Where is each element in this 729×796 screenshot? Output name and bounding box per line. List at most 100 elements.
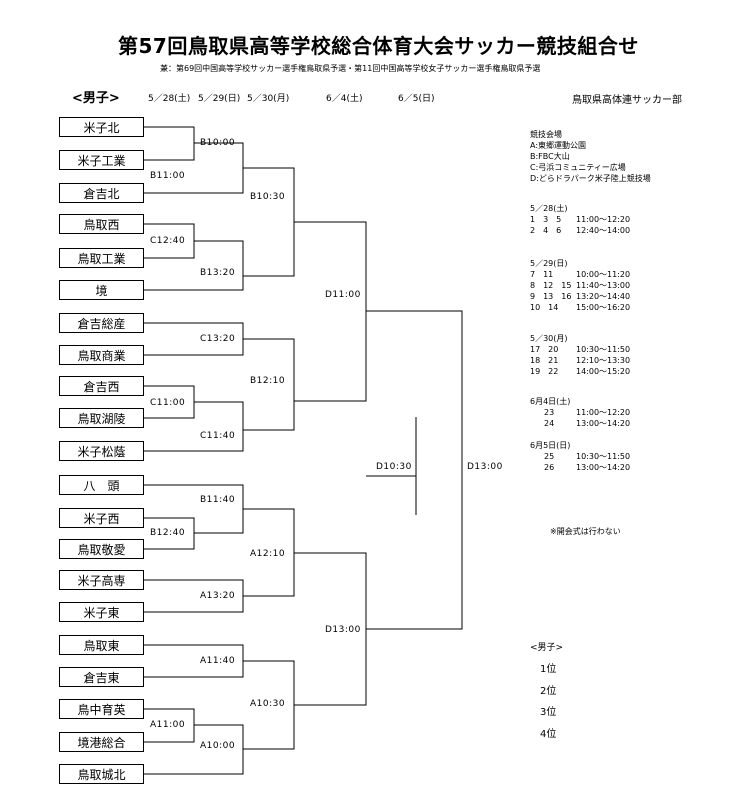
venue-list: 競技会場 A:東郷運動公園 B:FBC大山 C:弓浜コミュニティー広場 D:どら… [530, 129, 651, 184]
schedule-row: 1 3 5 11:00～12:20 [530, 214, 630, 225]
page-title: 第57回鳥取県高等学校総合体育大会サッカー競技組合せ [118, 34, 639, 58]
ranking-place: 3位 [540, 707, 557, 718]
team-box: 米子西 [59, 508, 144, 528]
schedule-match-nums: 9 13 16 [530, 292, 572, 301]
ranking-place: 1位 [540, 664, 557, 675]
match-label: D13:00 [325, 625, 361, 635]
team-box: 鳥取西 [59, 214, 144, 234]
schedule-time: 15:00～16:20 [576, 303, 631, 312]
team-box: 鳥取工業 [59, 248, 144, 268]
team-box: 鳥取城北 [59, 764, 144, 784]
venue-heading: 競技会場 [530, 130, 562, 139]
match-label: B12:10 [250, 376, 286, 386]
schedule-match-nums: 8 12 15 [530, 281, 572, 290]
team-box: 鳥中育英 [59, 699, 144, 719]
schedule-row: 17 20 10:30～11:50 [530, 344, 630, 355]
schedule-time: 11:40～13:00 [576, 281, 631, 290]
schedule-match-nums: 18 21 [530, 356, 559, 365]
match-label: A12:10 [250, 549, 286, 559]
team-box: 米子東 [59, 602, 144, 622]
date-label: 6／4(土) [326, 94, 363, 104]
team-box: 倉吉西 [59, 376, 144, 396]
team-box: 米子工業 [59, 150, 144, 170]
date-label: 5／29(日) [198, 94, 241, 104]
venue-item: A:東郷運動公園 [530, 141, 587, 150]
ranking-heading: <男子> [530, 643, 564, 653]
schedule-date: 5／29(日) [530, 259, 568, 268]
match-label: C13:20 [200, 334, 236, 344]
schedule-time: 10:00～11:20 [576, 270, 631, 279]
match-label: B11:40 [200, 495, 236, 505]
team-box: 境 [59, 280, 144, 300]
match-label: B10:00 [200, 138, 236, 148]
schedule-time: 13:00～14:20 [576, 419, 631, 428]
schedule-date: 6月4日(土) [530, 397, 571, 406]
venue-item: D:どらドラパーク米子陸上競技場 [530, 174, 651, 183]
match-label: D11:00 [325, 290, 361, 300]
date-label: 5／28(土) [148, 94, 191, 104]
schedule-date: 5／28(土) [530, 204, 568, 213]
schedule-time: 12:40～14:00 [576, 226, 631, 235]
team-box: 米子高専 [59, 570, 144, 590]
team-box: 鳥取敬愛 [59, 539, 144, 559]
venue-item: C:弓浜コミュニティー広場 [530, 163, 626, 172]
match-label: C11:00 [150, 398, 186, 408]
opening-ceremony-note: ※開会式は行わない [550, 527, 621, 536]
team-box: 倉吉総産 [59, 313, 144, 333]
match-label: B11:00 [150, 171, 186, 181]
organizer: 鳥取県高体連サッカー部 [572, 95, 682, 106]
match-label: D13:00 [467, 462, 503, 472]
schedule-row: 23 11:00～12:20 [530, 407, 630, 418]
match-label: B12:40 [150, 528, 186, 538]
team-box: 鳥取東 [59, 635, 144, 655]
match-label: D10:30 [376, 462, 412, 472]
team-box: 米子松蔭 [59, 441, 144, 461]
schedule-day: 6月4日(土) 23 11:00～12:20 24 13:00～14:20 [530, 396, 630, 429]
schedule-row: 2 4 6 12:40～14:00 [530, 225, 630, 236]
team-box: 倉吉北 [59, 183, 144, 203]
match-label: A10:30 [250, 699, 286, 709]
match-label: B10:30 [250, 192, 286, 202]
match-label: A11:40 [200, 656, 236, 666]
team-box: 鳥取商業 [59, 345, 144, 365]
team-box: 鳥取湖陵 [59, 408, 144, 428]
schedule-row: 9 13 16 13:20～14:40 [530, 291, 630, 302]
schedule-row: 18 21 12:10～13:30 [530, 355, 630, 366]
schedule-match-nums: 7 11 [530, 270, 554, 279]
match-label: C12:40 [150, 236, 186, 246]
team-box: 米子北 [59, 117, 144, 137]
ranking-place: 4位 [540, 729, 557, 740]
match-label: A10:00 [200, 741, 236, 751]
schedule-day: 5／28(土) 1 3 5 11:00～12:20 2 4 6 12:40～14:0… [530, 203, 630, 236]
schedule-match-nums: 19 22 [530, 367, 559, 376]
schedule-time: 12:10～13:30 [576, 356, 631, 365]
date-label: 6／5(日) [398, 94, 435, 104]
schedule-match-nums: 25 [544, 452, 555, 461]
match-label: B13:20 [200, 268, 236, 278]
match-label: C11:40 [200, 431, 236, 441]
schedule-row: 7 11 10:00～11:20 [530, 269, 630, 280]
schedule-time: 13:20～14:40 [576, 292, 631, 301]
schedule-match-nums: 2 4 6 [530, 226, 562, 235]
schedule-match-nums: 17 20 [530, 345, 559, 354]
schedule-match-nums: 24 [544, 419, 555, 428]
schedule-date: 6月5日(日) [530, 441, 571, 450]
schedule-time: 10:30～11:50 [576, 345, 631, 354]
date-label: 5／30(月) [247, 94, 290, 104]
schedule-time: 11:00～12:20 [576, 408, 631, 417]
team-box: 八 頭 [59, 475, 144, 495]
schedule-time: 13:00～14:20 [576, 463, 631, 472]
schedule-day: 5／29(日) 7 11 10:00～11:20 8 12 15 11:40～13:… [530, 258, 630, 313]
schedule-time: 11:00～12:20 [576, 215, 631, 224]
section-label-boys: <男子> [72, 91, 120, 106]
team-box: 境港総合 [59, 732, 144, 752]
schedule-match-nums: 1 3 5 [530, 215, 562, 224]
schedule-match-nums: 23 [544, 408, 555, 417]
